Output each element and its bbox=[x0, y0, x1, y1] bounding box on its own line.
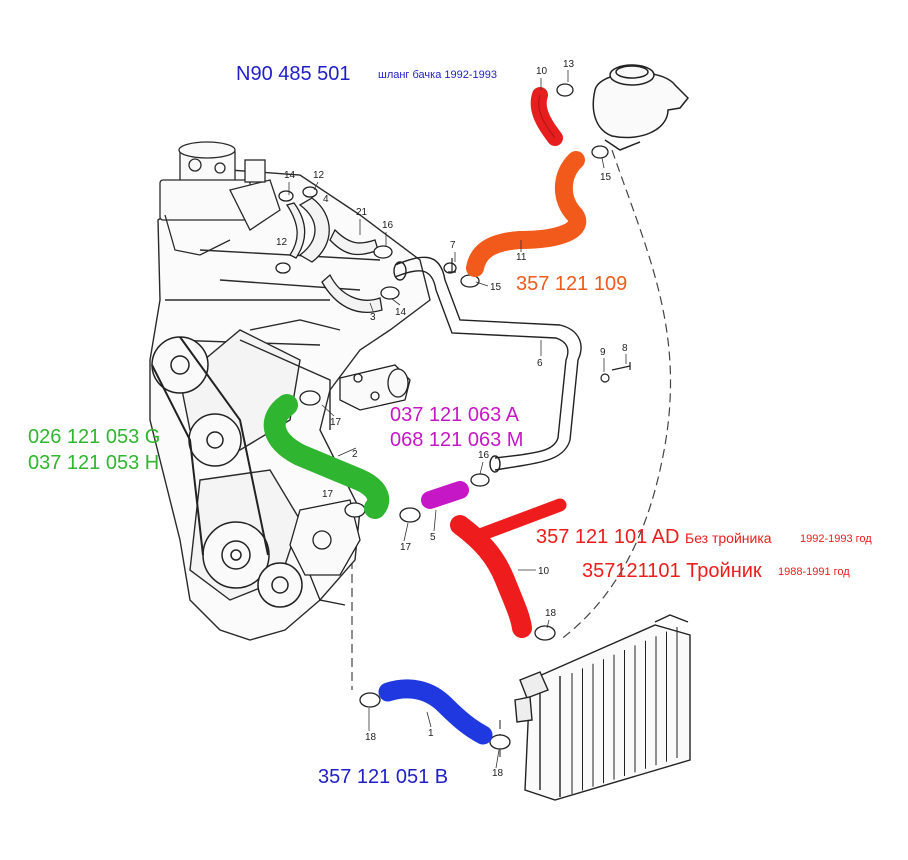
callout-18-left: 18 bbox=[365, 732, 377, 743]
tank-hose bbox=[530, 87, 563, 146]
callout-18-bottom: 18 bbox=[492, 768, 504, 779]
callout-15-mid: 15 bbox=[490, 282, 502, 293]
lower-hose-part-number: 357 121 051 B bbox=[318, 766, 449, 788]
callout-16-mid: 16 bbox=[478, 450, 490, 461]
red-hose-years-tee: 1988-1991 год bbox=[778, 566, 850, 578]
tank-hose-outline bbox=[538, 94, 556, 139]
bolts bbox=[448, 258, 631, 383]
tank-hose-part-number: N90 485 501 bbox=[236, 63, 351, 85]
callout-7: 7 bbox=[450, 240, 456, 251]
callout-6: 6 bbox=[537, 358, 543, 369]
metal-pipe bbox=[393, 256, 582, 473]
callout-8: 8 bbox=[622, 343, 628, 354]
flange-part-number-m: 068 121 063 M bbox=[390, 429, 524, 451]
callout-10-top: 10 bbox=[536, 66, 548, 77]
upper-hose bbox=[466, 151, 586, 277]
red-hose-tee bbox=[473, 498, 567, 542]
thermostat-housing bbox=[339, 364, 411, 411]
callout-18-right: 18 bbox=[545, 608, 557, 619]
callout-11: 11 bbox=[516, 252, 527, 263]
callout-10-mid: 10 bbox=[538, 566, 550, 577]
green-hose bbox=[263, 394, 390, 519]
callout-numbers: 10 13 15 11 7 15 6 9 8 14 12 4 21 16 12 … bbox=[276, 59, 628, 779]
red-hose bbox=[450, 515, 532, 638]
callout-12-top: 12 bbox=[313, 170, 325, 181]
callout-12-mid: 12 bbox=[276, 237, 288, 248]
callout-17-top: 17 bbox=[330, 417, 342, 428]
small-hoses bbox=[285, 197, 383, 313]
callout-15-top: 15 bbox=[600, 172, 612, 183]
callout-13: 13 bbox=[563, 59, 575, 70]
red-hose-note-ad: Без тройника bbox=[685, 530, 772, 546]
callout-2: 2 bbox=[352, 449, 358, 460]
tank-hose-note: шланг бачка 1992-1993 bbox=[378, 69, 497, 81]
upper-hose-part-number: 357 121 109 bbox=[516, 273, 628, 295]
callout-1: 1 bbox=[428, 728, 434, 739]
callout-17-left: 17 bbox=[322, 489, 334, 500]
callout-14-top: 14 bbox=[284, 170, 296, 181]
callout-5: 5 bbox=[430, 532, 436, 543]
callout-17-mid: 17 bbox=[400, 542, 412, 553]
callout-21: 21 bbox=[356, 207, 368, 218]
water-pump bbox=[289, 499, 361, 606]
radiator bbox=[514, 614, 691, 801]
flange-hose bbox=[421, 481, 469, 509]
belt-pulleys bbox=[151, 336, 303, 608]
callout-16-top: 16 bbox=[382, 220, 394, 231]
green-hose-part-number-g: 026 121 053 G bbox=[28, 426, 161, 448]
leader-lines bbox=[288, 70, 627, 769]
callout-14-mid: 14 bbox=[395, 307, 407, 318]
carburetor bbox=[159, 141, 281, 256]
callout-3: 3 bbox=[370, 312, 376, 323]
red-hose-part-number-ad: 357 121 101 AD bbox=[536, 526, 680, 548]
expansion-tank bbox=[592, 64, 690, 151]
callout-4: 4 bbox=[323, 194, 329, 205]
green-hose-part-number-h: 037 121 053 H bbox=[28, 452, 160, 474]
flange-part-number-a: 037 121 063 A bbox=[390, 404, 520, 426]
callout-9: 9 bbox=[600, 347, 606, 358]
red-hose-years-ad: 1992-1993 год bbox=[800, 533, 872, 545]
lower-hose bbox=[378, 679, 493, 745]
hose-clamps bbox=[275, 83, 609, 750]
red-hose-part-number-tee: 357121101 Тройник bbox=[582, 560, 762, 582]
